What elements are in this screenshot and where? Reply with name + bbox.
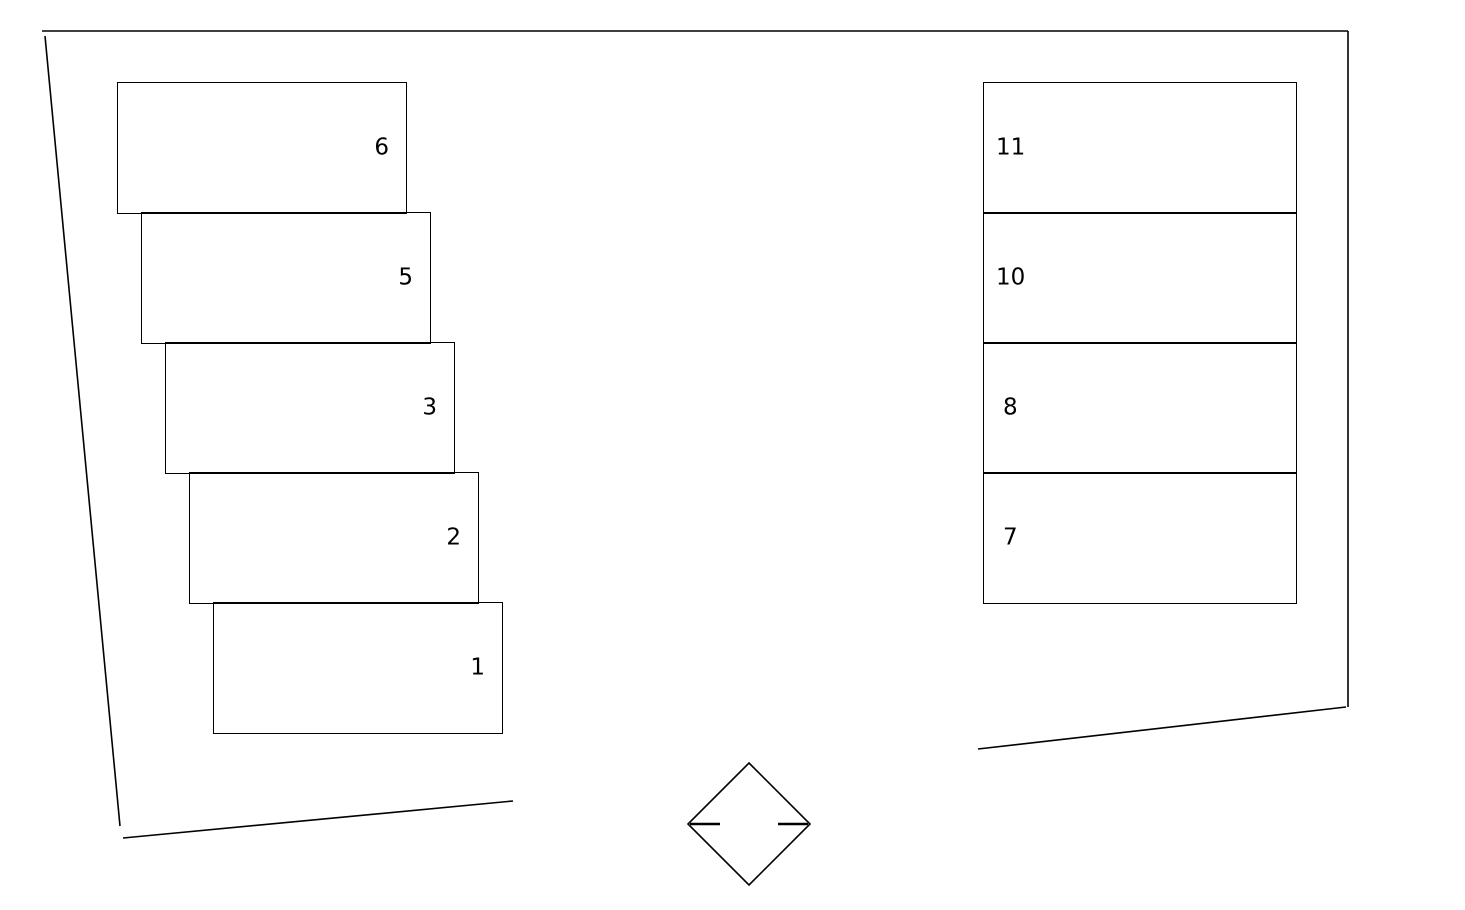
parking-stall-6: 6 (117, 82, 407, 214)
parking-stall-2: 2 (189, 472, 479, 604)
stall-number: 3 (422, 394, 437, 421)
diamond-entrance-icon (686, 761, 812, 887)
parking-stall-11: 11 (983, 82, 1297, 214)
parking-stall-3: 3 (165, 342, 455, 474)
stall-number: 2 (446, 524, 461, 551)
stall-number: 7 (1003, 524, 1018, 551)
stall-number: 11 (996, 134, 1026, 161)
parking-stall-7: 7 (983, 472, 1297, 604)
stall-number: 8 (1003, 394, 1018, 421)
parking-stall-1: 1 (213, 602, 503, 734)
parking-stall-10: 10 (983, 212, 1297, 344)
stall-number: 10 (996, 264, 1026, 291)
stall-number: 1 (470, 654, 485, 681)
stall-number: 5 (398, 264, 413, 291)
parking-stall-5: 5 (141, 212, 431, 344)
stall-number: 6 (374, 134, 389, 161)
boundary-bottom-left-line (122, 800, 514, 839)
boundary-left-line (44, 35, 121, 827)
parking-stall-8: 8 (983, 342, 1297, 474)
boundary-bottom-right-line (977, 706, 1347, 750)
